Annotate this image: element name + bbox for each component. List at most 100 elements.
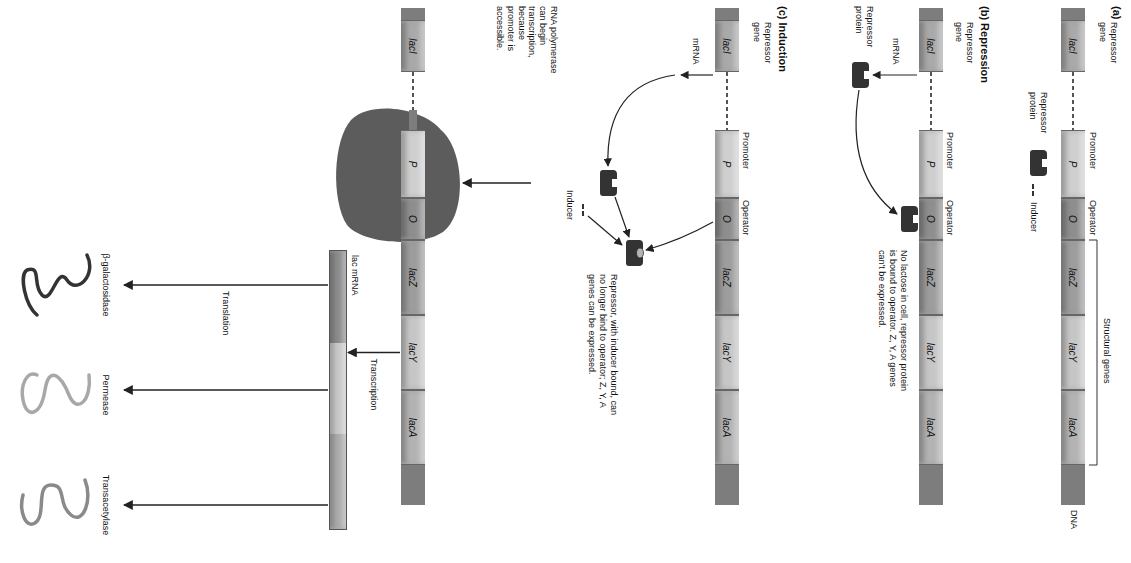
rna-polymerase	[336, 109, 460, 242]
repressor-symbol	[626, 240, 643, 266]
gene-segment: lacA	[715, 390, 739, 465]
region-label: Operator	[740, 200, 751, 236]
gene-label: lacI	[408, 38, 419, 54]
arrow	[463, 182, 531, 183]
gene-label: lacZ	[926, 268, 937, 287]
gene-label: lacA	[722, 418, 733, 437]
arrow	[608, 75, 675, 166]
repressor-inducer-complex	[626, 240, 644, 266]
protein-chain	[22, 374, 89, 412]
dna-end	[1061, 8, 1085, 20]
connector	[124, 504, 328, 505]
gene-label: P	[408, 161, 419, 168]
gene-label: lacZ	[722, 268, 733, 287]
mrna-strip: lac mRNA	[329, 250, 347, 530]
inducer-label: Inducer	[1028, 202, 1039, 232]
bracket-label: Structural genes	[1101, 318, 1112, 384]
protein-chain	[22, 480, 88, 524]
gene-segment: P	[1061, 130, 1085, 198]
gene-segment: lacZ	[715, 240, 739, 315]
gene-segment: O	[919, 198, 943, 240]
region-label: Promoter	[740, 132, 751, 169]
gene-label: lacA	[926, 418, 937, 437]
gene-label: lacY	[408, 343, 419, 362]
connector	[124, 284, 328, 285]
gene-segment: lacI	[919, 20, 943, 72]
arrow	[588, 216, 622, 245]
gene-label: O	[1068, 215, 1079, 223]
gene-name: Repressor gene	[1097, 22, 1119, 72]
gene-segment: lacI	[401, 20, 425, 72]
edge-label: Translation	[221, 290, 232, 336]
repressor-symbol	[1030, 150, 1047, 176]
gene-label: P	[722, 161, 733, 168]
dna-gap	[1072, 72, 1074, 130]
gene-name: Repressor gene	[751, 22, 773, 72]
note-text: RNA polymerase can begin transcription, …	[494, 6, 559, 78]
protein-name: Repressor protein	[1027, 92, 1049, 147]
protein-product: Transacetylase	[17, 455, 123, 555]
inducer-symbol	[582, 204, 584, 209]
section-heading: (b) Repression	[978, 6, 991, 83]
gene-segment: lacA	[1061, 390, 1085, 465]
inducer-symbol	[637, 248, 644, 258]
gene-segment: P	[919, 130, 943, 198]
note-text: Repressor, with inducer bound, can no lo…	[587, 274, 619, 424]
arrow	[615, 197, 629, 237]
connector	[348, 352, 400, 353]
protein-label: Transacetylase	[101, 475, 111, 536]
gene-segment: O	[401, 198, 425, 240]
gene-label: O	[722, 215, 733, 223]
gene-segment: lacZ	[1061, 240, 1085, 315]
dna-gap	[930, 72, 932, 130]
gene-label: lacI	[1068, 38, 1079, 54]
region-label: Promoter	[1087, 132, 1098, 169]
protein-product: β-galactosidase	[17, 235, 123, 335]
gene-label: lacZ	[1068, 268, 1079, 287]
gene-segment: lacA	[401, 390, 425, 465]
mrna-label: mRNA	[890, 38, 901, 65]
dna-end	[1061, 465, 1085, 505]
gene-segment: lacI	[715, 20, 739, 72]
dna-end	[919, 465, 943, 505]
protein-squiggle	[17, 455, 97, 555]
gene-segment: lacZ	[401, 240, 425, 315]
gene-segment: lacZ	[919, 240, 943, 315]
gene-label: lacZ	[408, 268, 419, 287]
arrow	[681, 74, 713, 75]
gene-segment: lacY	[715, 315, 739, 390]
dna-label: DNA	[1068, 510, 1079, 529]
mrna-label: lac mRNA	[350, 255, 360, 296]
region-label: Operator	[944, 200, 955, 236]
gene-segment: lacY	[1061, 315, 1085, 390]
protein-squiggle	[17, 345, 97, 445]
gene-label: lacI	[926, 38, 937, 54]
gene-label: O	[926, 215, 937, 223]
gene-label: lacA	[1068, 418, 1079, 437]
gene-label: P	[1068, 161, 1079, 168]
protein-product: Permease	[17, 345, 123, 445]
edge-label: Transcription	[369, 358, 380, 412]
dna-end	[401, 8, 425, 20]
gene-segment: P	[401, 130, 425, 198]
gene-segment: P	[715, 130, 739, 198]
dna-gap	[726, 72, 728, 130]
repressor-symbol	[901, 206, 918, 232]
gene-segment: lacY	[919, 315, 943, 390]
gene-label: lacI	[722, 38, 733, 54]
repressor-symbol	[852, 62, 869, 88]
protein-label: Permease	[101, 374, 111, 415]
protein-label: β-galactosidase	[101, 253, 111, 316]
dna-gap	[412, 72, 414, 110]
gene-label: O	[408, 215, 419, 223]
dna-end	[715, 8, 739, 20]
note-text: No lactose in cell, repressor protein is…	[877, 250, 909, 400]
region-label: Promoter	[944, 132, 955, 169]
arrow	[856, 90, 897, 214]
inducer-symbol	[1032, 184, 1034, 189]
gene-label: lacY	[1068, 343, 1079, 362]
gene-label: lacY	[926, 343, 937, 362]
gene-name: Repressor gene	[953, 22, 975, 72]
